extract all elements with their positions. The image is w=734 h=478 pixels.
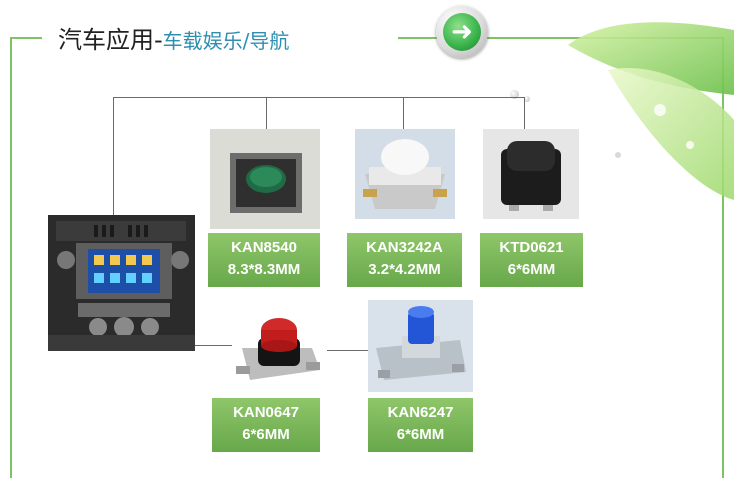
product-label-kan8540: KAN8540 8.3*8.3MM	[208, 233, 320, 287]
product-label-kan6247: KAN6247 6*6MM	[368, 398, 473, 452]
product-size: 6*6MM	[507, 261, 556, 278]
water-drop	[524, 96, 530, 102]
product-model: KAN0647	[233, 404, 299, 421]
title-main: 汽车应用	[58, 26, 154, 54]
frame-line-top-left	[10, 37, 42, 39]
kan0647-switch-image	[232, 308, 327, 398]
frame-line-left	[10, 37, 12, 478]
water-drop	[510, 90, 519, 99]
connector-line	[113, 97, 525, 98]
next-page-button[interactable]: ➜	[436, 6, 488, 58]
product-label-kan0647: KAN0647 6*6MM	[212, 398, 320, 452]
product-size: 6*6MM	[396, 426, 445, 443]
frame-line-top-right	[398, 37, 724, 39]
product-model: KTD0621	[499, 239, 564, 256]
frame-line-right	[722, 37, 724, 478]
connector-line	[325, 350, 369, 351]
product-label-kan3242a: KAN3242A 3.2*4.2MM	[347, 233, 462, 287]
ktd0621-switch-image	[483, 129, 579, 219]
product-model: KAN3242A	[366, 239, 443, 256]
connector-line	[524, 97, 525, 129]
connector-line	[403, 97, 404, 129]
product-label-ktd0621: KTD0621 6*6MM	[480, 233, 583, 287]
leaf-decoration	[568, 22, 734, 200]
product-size: 6*6MM	[242, 426, 290, 443]
connector-line	[266, 97, 267, 129]
car-dashboard-image	[48, 215, 195, 351]
title-separator: -	[154, 26, 163, 54]
product-size: 3.2*4.2MM	[368, 261, 441, 278]
kan3242a-switch-image	[355, 129, 455, 219]
arrow-right-icon: ➜	[443, 13, 481, 51]
product-model: KAN6247	[387, 404, 454, 421]
connector-line	[113, 97, 114, 215]
kan8540-switch-image	[210, 129, 320, 229]
connector-line	[195, 345, 235, 346]
page-title: 汽车应用-车载娱乐/导航	[58, 20, 289, 55]
title-subtitle: 车载娱乐/导航	[162, 29, 290, 53]
product-size: 8.3*8.3MM	[227, 261, 301, 278]
product-model: KAN8540	[231, 239, 297, 256]
kan6247-switch-image	[368, 300, 473, 392]
